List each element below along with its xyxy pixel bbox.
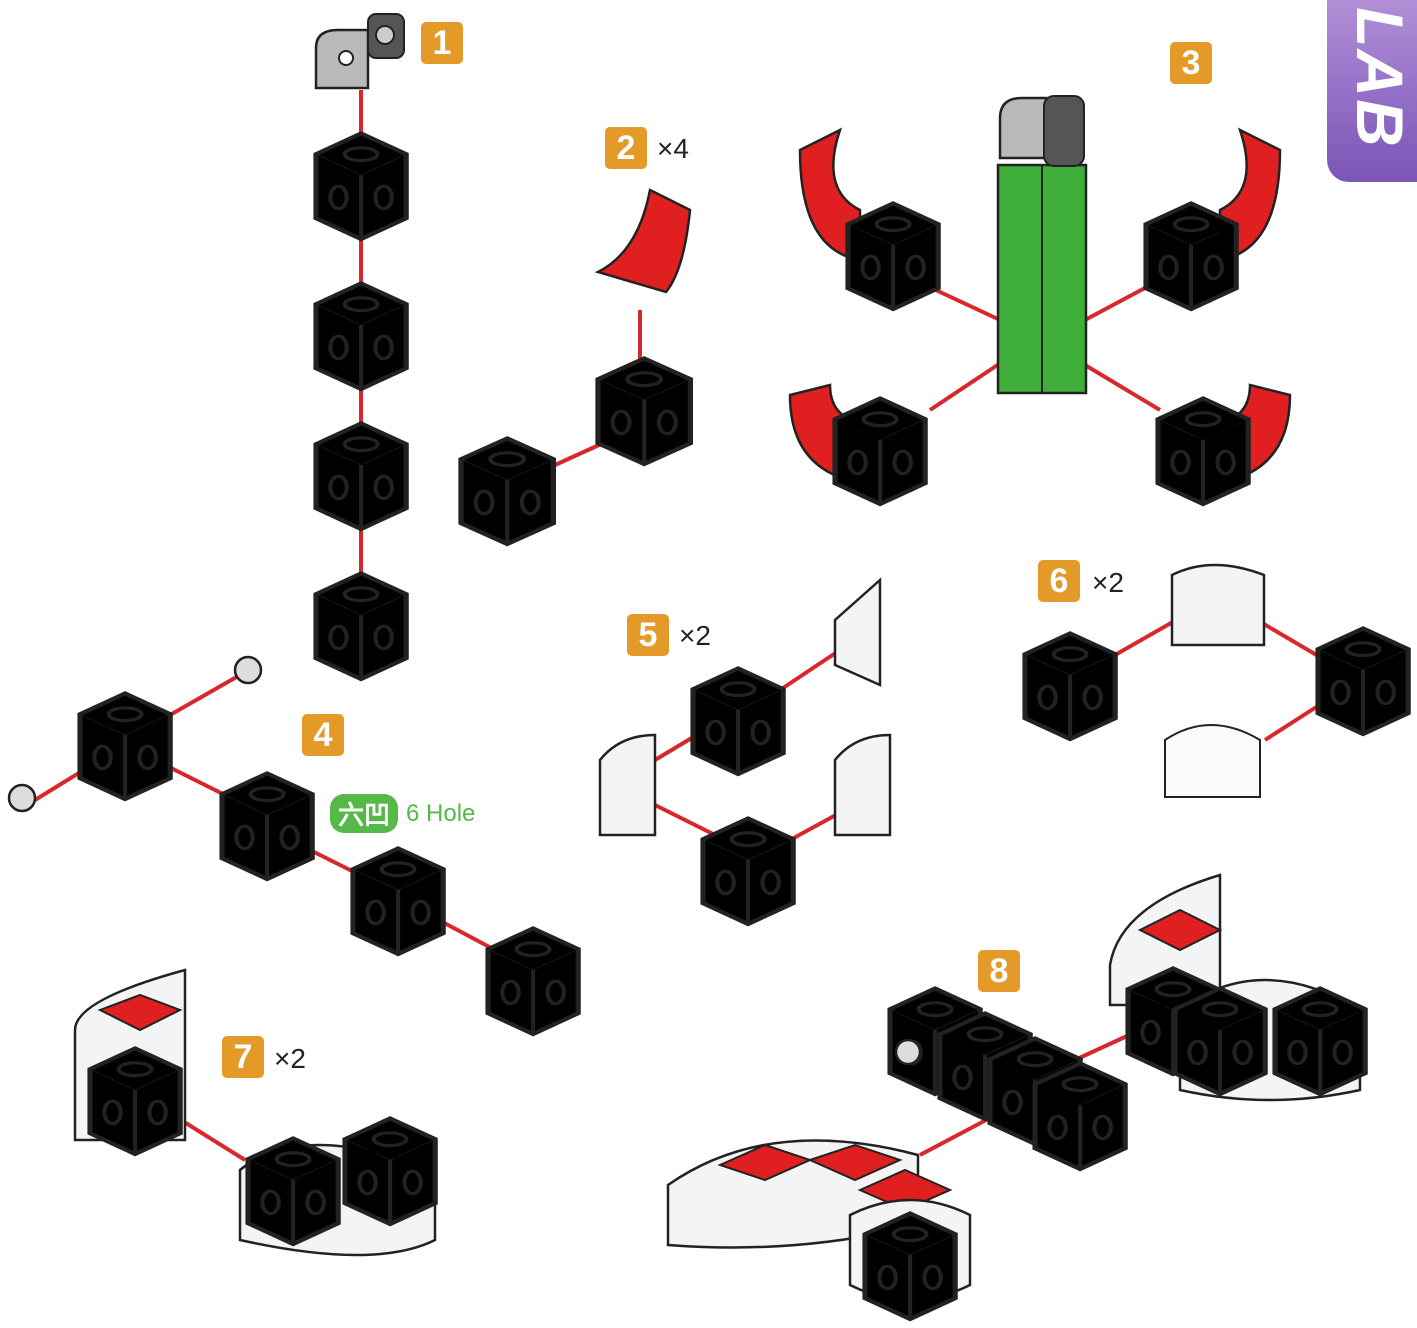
step-multiplier-6: ×2	[1092, 567, 1124, 598]
red-cube	[90, 1048, 180, 1154]
green-cube	[316, 423, 406, 529]
step4-assembly	[7, 655, 578, 1034]
white-cube	[1318, 628, 1408, 734]
white-cube	[865, 1213, 955, 1319]
hole-label: 六凹 6 Hole	[330, 794, 475, 833]
step6-assembly	[1025, 563, 1408, 798]
step-multiplier-2: ×4	[657, 133, 689, 164]
step1-assembly	[314, 13, 406, 679]
lab-tab-text: LAB	[1343, 7, 1417, 149]
red-cube	[248, 1138, 338, 1244]
step5-assembly	[598, 577, 892, 924]
step-badge-7: 7	[222, 1036, 264, 1078]
yellow-cube	[222, 773, 312, 879]
step-badge-1: 1	[421, 22, 463, 64]
red-cube	[693, 668, 783, 774]
step-badge-3: 3	[1170, 42, 1212, 84]
step-badge-5: 5	[627, 614, 669, 656]
yellow-cube	[488, 928, 578, 1034]
hole-label-english: 6 Hole	[406, 799, 476, 827]
connector-part	[314, 13, 405, 90]
step3-assembly	[788, 95, 1292, 504]
red-cube	[848, 203, 938, 309]
step-multiplier-7: ×2	[274, 1043, 306, 1074]
hole-label-chinese: 六凹	[330, 794, 399, 833]
green-cube	[316, 133, 406, 239]
step7-assembly	[73, 968, 435, 1257]
white-cube	[345, 1118, 435, 1224]
red-cube	[1146, 203, 1236, 309]
yellow-cube	[80, 693, 170, 799]
step-badge-6: 6	[1038, 560, 1080, 602]
red-cube	[703, 818, 793, 924]
lab-tab: LAB	[1327, 0, 1417, 182]
step-multiplier-5: ×2	[679, 620, 711, 651]
step2-assembly	[461, 188, 690, 544]
red-cube	[1175, 988, 1265, 1094]
yellow-cube	[353, 848, 443, 954]
yellow-cube	[1035, 1063, 1125, 1169]
red-cube	[835, 398, 925, 504]
step-badge-8: 8	[978, 950, 1020, 992]
red-cube	[1158, 398, 1248, 504]
red-cube	[461, 438, 553, 544]
green-cube	[316, 283, 406, 389]
step8-assembly	[666, 873, 1365, 1319]
green-cube	[316, 573, 406, 679]
red-cube	[598, 358, 690, 464]
step-badge-4: 4	[302, 714, 344, 756]
white-cube	[1275, 988, 1365, 1094]
step-badge-2: 2	[605, 127, 647, 169]
red-cube	[1025, 633, 1115, 739]
